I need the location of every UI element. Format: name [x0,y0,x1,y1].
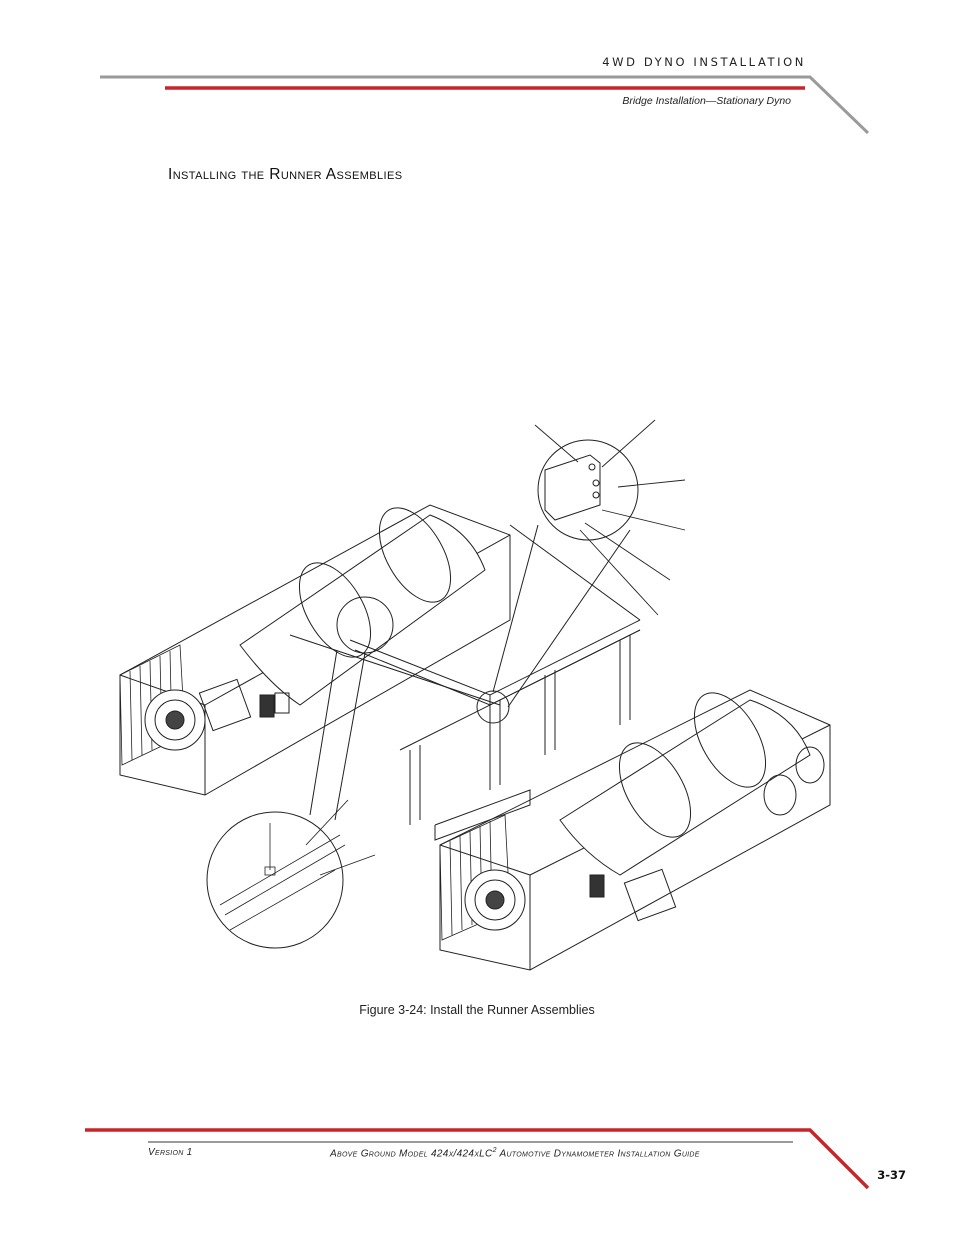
footer-red-rule [85,1128,870,1190]
right-dyno-module [434,689,831,971]
header-gray-rule [100,75,870,135]
bridge-frame [289,524,641,825]
detail-callouts [206,439,639,949]
section-heading: Installing the Runner Assemblies [168,166,403,183]
runner-assembly-figure [110,405,855,985]
header-section-title: 4WD DYNO INSTALLATION [602,55,806,69]
leader-lines [305,419,686,876]
header-subsection-title: Bridge Installation—Stationary Dyno [622,95,791,107]
figure-caption: Figure 3-24: Install the Runner Assembli… [359,1003,595,1017]
footer-title-superscript: 2 [492,1147,497,1154]
footer-title-rest: Automotive Dynamometer Installation Guid… [496,1148,700,1160]
page-number: 3-37 [877,1168,906,1182]
footer-document-title: Above Ground Model 424x/424xLC2 Automoti… [330,1147,700,1159]
left-dyno-module [119,504,511,796]
footer-version: Version 1 [148,1147,193,1158]
footer-title-main: Above Ground Model 424x/424xLC [330,1148,493,1160]
runner-assembly-drawing [119,419,831,971]
